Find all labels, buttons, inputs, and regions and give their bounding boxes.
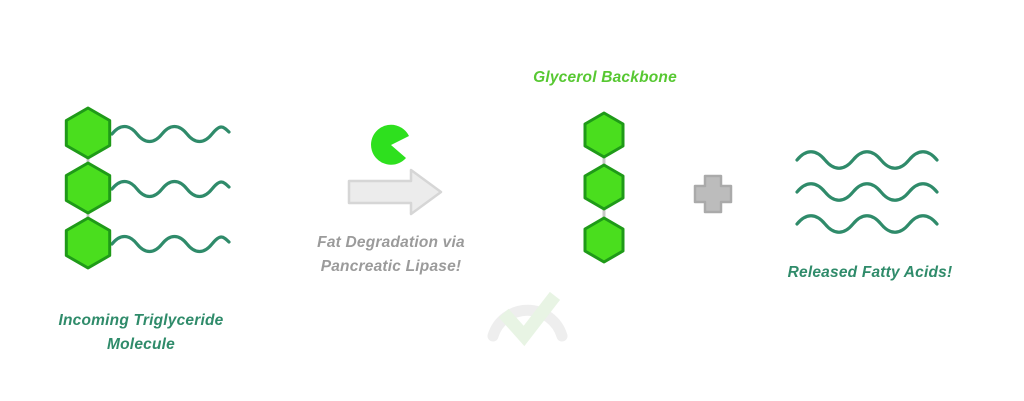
reaction-arrow-icon xyxy=(347,168,443,216)
fatty-acid-chain xyxy=(795,214,939,234)
fatty-acid-chain xyxy=(795,182,939,202)
plus-sign-icon xyxy=(693,174,733,214)
glycerol-hexagon xyxy=(583,163,625,211)
glycerol-hexagon xyxy=(64,216,112,270)
label-released-fatty-acids: Released Fatty Acids! xyxy=(787,264,953,281)
pacman-enzyme-shape xyxy=(371,124,409,165)
fatty-acid-chain xyxy=(110,124,231,144)
watermark-check-icon xyxy=(498,291,561,347)
fatty-acid-chain xyxy=(110,179,231,199)
glycerol-hexagon xyxy=(64,106,112,160)
plus-sign-shape xyxy=(693,174,733,214)
incoming-triglyceride-molecule xyxy=(64,106,231,270)
glycerol-hexagon xyxy=(583,216,625,264)
watermark-arc-icon xyxy=(487,304,568,342)
glycerol-hexagon xyxy=(583,111,625,159)
label-fat-degradation-lipase: Fat Degradation via Pancreatic Lipase! xyxy=(317,234,465,276)
fatty-acid-chain xyxy=(795,150,939,170)
label-incoming-triglyceride: Incoming Triglyceride Molecule xyxy=(58,312,224,354)
released-fatty-acids xyxy=(795,150,939,234)
glycerol-backbone-molecule xyxy=(583,111,625,264)
fatty-acid-chain xyxy=(110,234,231,254)
glycerol-hexagon xyxy=(64,161,112,215)
watermark-logo xyxy=(487,291,568,347)
label-glycerol-backbone: Glycerol Backbone xyxy=(533,69,677,86)
pacman-enzyme-icon xyxy=(371,124,409,165)
reaction-arrow-shape xyxy=(347,168,443,216)
